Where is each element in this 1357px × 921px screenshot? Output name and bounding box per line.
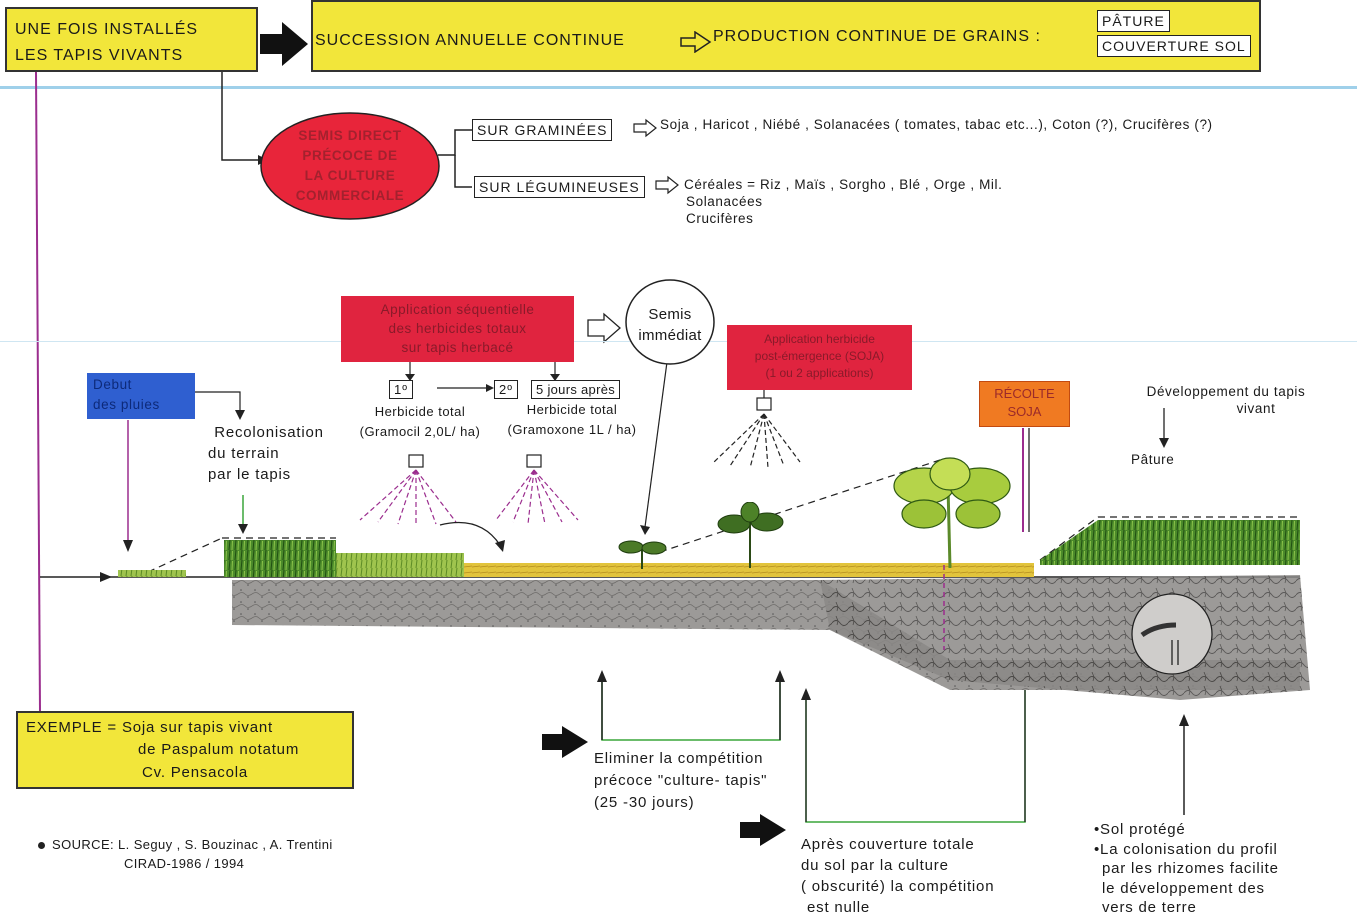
example-line-3: Cv. Pensacola — [142, 764, 249, 781]
herb2-line-1: Herbicide total — [526, 402, 618, 417]
installed-line-2: LES TAPIS VIVANTS — [15, 47, 184, 64]
application-post-box: Application herbicide post-émergence (SO… — [727, 325, 912, 390]
application-line-1: Application séquentielle — [380, 302, 535, 317]
seedling-icon — [618, 540, 667, 569]
semis-line-1: SEMIS DIRECT — [298, 128, 402, 143]
mature-soy-icon — [893, 457, 1011, 568]
installed-box: UNE FOIS INSTALLÉS LES TAPIS VIVANTS — [5, 7, 258, 72]
herb1-text: Herbicide total (Gramocil 2,0L/ ha) — [340, 402, 500, 442]
apres-line-3: ( obscurité) la compétition — [801, 878, 995, 895]
semis-line-3: LA CULTURE — [304, 168, 396, 183]
recolte-box: RÉCOLTE SOJA — [979, 381, 1070, 427]
semis-immediat-line-2: immédiat — [638, 327, 702, 344]
source-text: SOURCE: L. Seguy , S. Bouzinac , A. Tren… — [52, 835, 333, 873]
source-line-2: CIRAD-1986 / 1994 — [124, 856, 245, 871]
succession-box: SUCCESSION ANNUELLE CONTINUE PRODUCTION … — [311, 0, 1261, 72]
graminees-label: SUR GRAMINÉES — [472, 119, 613, 141]
developpement-line-1: Développement du tapis — [1146, 384, 1306, 399]
debut-line-2: des pluies — [93, 397, 160, 412]
recolonisation-line-3: par le tapis — [208, 466, 291, 483]
recolonisation-text: Recolonisation du terrain par le tapis — [204, 422, 334, 485]
semis-immediat-circle — [625, 279, 715, 365]
herb1-line-1: Herbicide total — [374, 404, 466, 419]
semis-line-4: COMMERCIALE — [295, 188, 405, 203]
apres-line-2: du sol par la culture — [801, 857, 949, 874]
sol-text: •Sol protégé •La colonisation du profil … — [1094, 820, 1279, 918]
apres-line-1: Après couverture totale — [801, 836, 975, 853]
couverture-label: COUVERTURE SOL — [1097, 35, 1251, 57]
developpement-text: Développement du tapis vivant — [1118, 383, 1334, 417]
herb1-line-2: (Gramocil 2,0L/ ha) — [359, 424, 481, 439]
application-post-line-3: (1 ou 2 applications) — [765, 366, 874, 380]
developpement-line-2: vivant — [1236, 401, 1276, 416]
sol-line-4: le développement des — [1102, 879, 1265, 897]
debut-pluies-box: Debut des pluies — [87, 373, 195, 419]
apres-line-4: est nulle — [807, 899, 871, 916]
sol-line-1: •Sol protégé — [1094, 821, 1186, 838]
application-line-2: des herbicides totaux — [388, 321, 527, 336]
step1-label: 1º — [389, 380, 413, 399]
semis-line-2: PRÉCOCE DE — [302, 148, 398, 163]
sol-line-5: vers de terre — [1102, 899, 1197, 916]
recolonisation-line-2: du terrain — [208, 445, 280, 462]
eliminer-line-3: (25 -30 jours) — [594, 794, 695, 811]
graminees-crops: Soja , Haricot , Niébé , Solanacées ( to… — [660, 117, 1213, 132]
pature-label: PÂTURE — [1097, 10, 1170, 32]
herb2-text: Herbicide total (Gramoxone 1L / ha) — [498, 400, 646, 440]
application-box: Application séquentielle des herbicides … — [341, 296, 574, 362]
herb2-line-2: (Gramoxone 1L / ha) — [507, 422, 637, 437]
sol-line-2: •La colonisation du profil — [1094, 840, 1278, 858]
step2-delay-label: 5 jours après — [531, 380, 621, 399]
sprayer-1 — [359, 454, 457, 525]
example-box: EXEMPLE = Soja sur tapis vivant de Paspa… — [16, 711, 354, 789]
semis-immediat-text: Semis immédiat — [624, 304, 716, 346]
young-soy-icon — [717, 502, 784, 568]
eliminer-line-2: précoce "culture- tapis" — [594, 772, 768, 789]
eliminer-text: Eliminer la compétition précoce "culture… — [594, 748, 767, 814]
sol-line-3: par les rhizomes facilite — [1102, 860, 1279, 877]
application-post-line-1: Application herbicide — [764, 332, 875, 346]
source-bullet — [38, 842, 45, 849]
application-post-line-2: post-émergence (SOJA) — [754, 349, 885, 363]
example-line-1: EXEMPLE = Soja sur tapis vivant — [26, 719, 273, 736]
semis-direct-ellipse — [260, 112, 440, 220]
recolte-line-2: SOJA — [1007, 404, 1042, 419]
eliminer-line-1: Eliminer la compétition — [594, 750, 764, 767]
recolte-line-1: RÉCOLTE — [994, 386, 1055, 401]
big-arrow-icon — [260, 22, 308, 66]
legumineuses-line-1: Céréales = Riz , Maïs , Sorgho , Blé , O… — [684, 177, 1003, 192]
recolonisation-line-1: Recolonisation — [214, 424, 324, 441]
installed-line-1: UNE FOIS INSTALLÉS — [15, 21, 199, 38]
sprayer-2 — [495, 454, 579, 525]
step2-label: 2º — [494, 380, 518, 399]
succession-text: SUCCESSION ANNUELLE CONTINUE — [315, 32, 625, 49]
source-line-1: SOURCE: L. Seguy , S. Bouzinac , A. Tren… — [52, 837, 333, 852]
legumineuses-label: SUR LÉGUMINEUSES — [474, 176, 645, 198]
legumineuses-line-3: Crucifères — [686, 211, 754, 226]
legumineuses-line-2: Solanacées — [686, 194, 763, 209]
application-line-3: sur tapis herbacé — [401, 340, 514, 355]
apres-text: Après couverture totale du sol par la cu… — [801, 834, 994, 918]
production-text: PRODUCTION CONTINUE DE GRAINS : — [713, 28, 1041, 45]
example-line-2: de Paspalum notatum — [138, 741, 300, 758]
hollow-arrow-icon — [680, 31, 712, 53]
semis-direct-text: SEMIS DIRECT PRÉCOCE DE LA CULTURE COMME… — [270, 126, 430, 206]
sprayer-3 — [713, 390, 801, 469]
debut-line-1: Debut — [93, 377, 133, 392]
semis-immediat-line-1: Semis — [648, 306, 692, 323]
pature-text: Pâture — [1131, 452, 1175, 467]
separator-line — [0, 86, 1357, 89]
legumineuses-crops: Céréales = Riz , Maïs , Sorgho , Blé , O… — [684, 176, 1002, 227]
